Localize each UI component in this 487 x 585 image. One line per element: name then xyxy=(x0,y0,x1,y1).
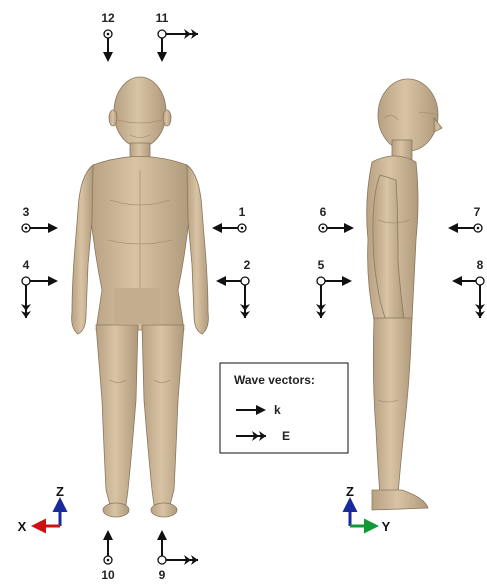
incidence-2 xyxy=(218,277,249,318)
legend-e-label: E xyxy=(282,429,290,443)
incidence-10 xyxy=(104,532,112,564)
axes-front: Z X xyxy=(18,484,64,534)
front-arm-left xyxy=(187,165,208,334)
legend-title: Wave vectors: xyxy=(234,373,315,387)
label-1: 1 xyxy=(239,205,246,219)
label-5: 5 xyxy=(318,258,325,272)
front-head xyxy=(114,77,166,147)
incidence-9 xyxy=(158,532,198,564)
label-12: 12 xyxy=(101,11,115,25)
label-6: 6 xyxy=(320,205,327,219)
label-11: 11 xyxy=(156,11,169,25)
legend-box: Wave vectors: k E xyxy=(220,363,348,453)
axis-z-front-label: Z xyxy=(56,484,64,499)
front-leg-left xyxy=(142,325,184,505)
incidence-1 xyxy=(214,224,246,232)
front-leg-right xyxy=(96,325,138,505)
axis-z-side-label: Z xyxy=(346,484,354,499)
incidence-7 xyxy=(450,224,482,232)
incidence-6 xyxy=(319,224,352,232)
front-arm-right xyxy=(72,165,93,334)
incidence-12 xyxy=(104,30,112,60)
label-3: 3 xyxy=(23,205,30,219)
side-legs xyxy=(373,318,412,495)
incidence-8 xyxy=(454,277,484,318)
incidence-4 xyxy=(22,277,56,318)
legend-k-label: k xyxy=(274,403,281,417)
label-10: 10 xyxy=(101,568,115,582)
label-9: 9 xyxy=(159,568,166,582)
incidence-5 xyxy=(317,277,350,318)
incidence-11 xyxy=(158,30,198,60)
axis-x-front-label: X xyxy=(18,519,27,534)
front-pixelated-area xyxy=(114,288,160,324)
axis-y-side-label: Y xyxy=(382,519,391,534)
label-4: 4 xyxy=(23,258,30,272)
label-2: 2 xyxy=(244,258,251,272)
incidence-3 xyxy=(22,224,56,232)
label-7: 7 xyxy=(474,205,481,219)
side-body-figure xyxy=(367,79,442,510)
label-8: 8 xyxy=(477,258,484,272)
